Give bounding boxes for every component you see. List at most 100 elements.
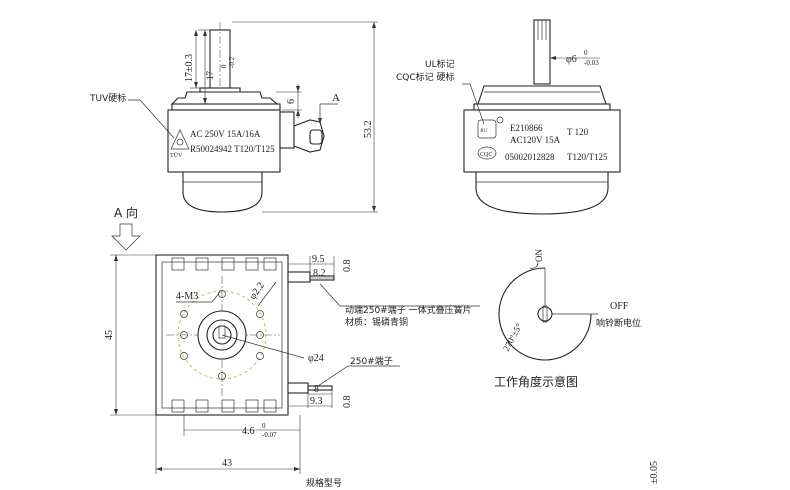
dim-arrow [550, 56, 556, 60]
hole-label: 4-M3 [176, 291, 198, 302]
top-terminal [287, 271, 311, 283]
bottom-terminal [287, 382, 309, 394]
dim-width: 45 [104, 330, 115, 340]
angle-label: 270°±5° [501, 321, 524, 353]
angle-diagram: ON OFF 响铃断电位 270°±5° 工作角度示意图 [494, 249, 641, 389]
tuv-logo-text: TÜV [170, 152, 183, 159]
mount-hole [218, 372, 226, 380]
pcd-label: φ24 [308, 353, 324, 364]
dim-arrow [194, 30, 198, 36]
bottom-clips [171, 399, 277, 413]
dim-tol-sub: -0.2 [228, 56, 236, 68]
side-line3-right: T120/T125 [567, 152, 608, 162]
rating-line-1: AC 250V 15A/16A [190, 129, 261, 139]
side-line2: AC120V 15A [510, 135, 561, 145]
dim-82: 8.2 [313, 268, 326, 279]
dim-arrow [114, 255, 118, 261]
tuv-circle-icon [176, 138, 184, 146]
hole-dia-leader [257, 281, 277, 307]
material-label: 材质：锡磷青铜 [345, 316, 408, 328]
dim-08-bottom: 0.8 [342, 396, 353, 409]
terminal-250-leader [317, 365, 400, 387]
side-top-plate [473, 103, 611, 111]
mount-hole [180, 331, 188, 339]
clip [263, 257, 277, 271]
angle-center-knob [537, 306, 553, 322]
clip [195, 399, 209, 413]
cqc-logo-text: CQC [480, 152, 492, 158]
clip [221, 257, 235, 271]
moving-terminal-label: 动端250#端子 一体式叠压簧片 [345, 304, 472, 316]
rating-line-2: R50024942 T120/T125 [190, 144, 275, 154]
ul-registered-icon [496, 116, 504, 124]
dim-95: 9.5 [312, 254, 325, 265]
dim-arrow [203, 98, 207, 104]
off-sub-label: 响铃断电位 [596, 317, 641, 329]
a-direction-label: A 向 [114, 205, 138, 220]
dim-08-top: 0.8 [342, 260, 353, 273]
mount-hole [256, 310, 264, 318]
down-arrow-icon [111, 223, 141, 251]
cqc-logo-icon [477, 146, 497, 160]
pcd-leader [221, 334, 305, 359]
dim-arrow [296, 86, 300, 92]
view-arrow-icon [318, 118, 322, 124]
dim-arrow [194, 82, 198, 88]
dim-arrow [114, 409, 118, 415]
body [167, 109, 281, 173]
tuv-label: TUV硬标 [89, 92, 126, 104]
top-clips [171, 257, 277, 271]
dim-total-height: 53.2 [363, 121, 374, 139]
on-marker [529, 261, 539, 269]
label-leader [462, 83, 485, 125]
dim-arrow [156, 467, 162, 471]
ul-logo-text: ᴿᵁ [480, 127, 488, 136]
clip [245, 257, 259, 271]
ul-label: UL标记 [425, 58, 455, 70]
dim-46: 4.6 [242, 426, 255, 437]
dim-dia-sup: 0 [584, 49, 588, 57]
terminal-250-label: 250#端子 [350, 355, 393, 367]
shaft-flat [218, 325, 226, 339]
clip [221, 399, 235, 413]
side-line1-right: T 120 [567, 127, 589, 137]
dim-arrow [372, 206, 376, 212]
dim-46-sup: 0 [262, 422, 266, 430]
cqc-label: CQC标记 硬标 [396, 71, 455, 83]
terminal-leader [319, 283, 480, 307]
angle-diagram-title: 工作角度示意图 [494, 374, 578, 389]
clip [171, 257, 185, 271]
dim-dia-sub: -0.03 [584, 59, 599, 67]
side-line3-left: 05002012828 [505, 152, 555, 162]
dim-shaft-dia: φ6 [566, 54, 577, 65]
dim-six: 6 [286, 99, 297, 104]
dim-46-sub: -0.07 [262, 431, 277, 439]
top-frame [170, 91, 279, 105]
tolerance-note: ±0.05 [649, 461, 660, 484]
angle-center-slot [542, 305, 548, 323]
side-tab [279, 111, 295, 149]
a-view: A 向 [104, 205, 480, 489]
tuv-triangle-icon [170, 129, 190, 150]
dim-arrow [296, 110, 300, 116]
dim-shaft-height: 17±0.3 [184, 54, 195, 82]
angle-arc [498, 267, 592, 361]
knob-base [182, 171, 263, 213]
on-label: ON [534, 249, 544, 262]
mount-hole [256, 331, 264, 339]
side-knob [475, 171, 609, 215]
view-marker: A [332, 92, 340, 104]
dim-arrow [372, 22, 376, 28]
bottom-terminal-blade [307, 385, 333, 391]
clip [195, 257, 209, 271]
hole-leader [211, 291, 221, 303]
dim-arrow [294, 467, 300, 471]
terminal-hole [309, 129, 323, 145]
side-line1-left: E210866 [510, 123, 543, 133]
front-view: TÜV AC 250V 15A/16A R50024942 T120/T125 … [89, 21, 378, 213]
clip [245, 399, 259, 413]
spec-label: 规格型号 [306, 477, 342, 489]
side-view: ᴿᵁ CQC E210866 T 120 AC120V 15A 05002012… [396, 19, 621, 215]
